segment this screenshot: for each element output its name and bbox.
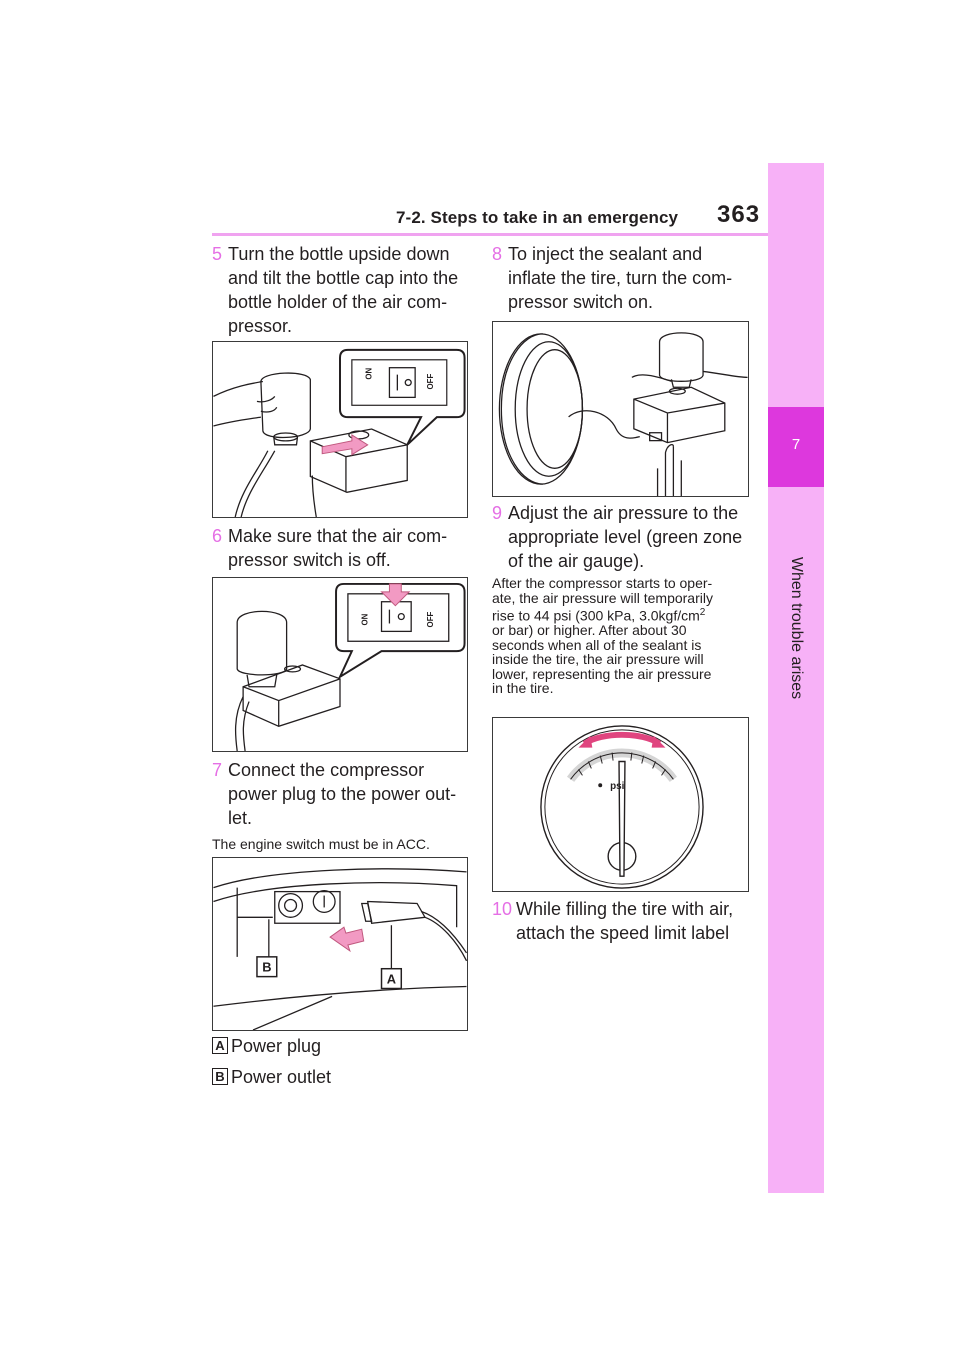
note-line: seconds when all of the sealant is	[492, 636, 702, 653]
step-number: 7	[212, 760, 223, 780]
chapter-title-vertical: When trouble arises	[783, 497, 809, 759]
step-number: 10	[492, 899, 513, 919]
gauge-unit-label: psi	[610, 781, 625, 792]
switch-on-label: ON	[361, 613, 370, 625]
step-number: 6	[212, 526, 223, 546]
switch-off-label: OFF	[426, 611, 435, 627]
note-line: lower, representing the air pressure	[492, 665, 712, 682]
step-line: pressor switch on.	[508, 292, 654, 312]
legend-label-power-outlet: Power outlet	[231, 1067, 332, 1087]
chapter-number-tab: 7	[768, 407, 824, 487]
chapter-side-tab	[768, 163, 824, 1193]
step-5: 5 Turn the bottle upside down and tilt t…	[212, 242, 472, 342]
step-line: Adjust the air pressure to the	[508, 503, 739, 523]
figure-bottle-insert: ON OFF	[212, 341, 468, 518]
legend-key-a: A	[212, 1037, 228, 1054]
step-10: 10 While filling the tire with air, atta…	[492, 897, 762, 947]
note-line: or bar) or higher. After about 30	[492, 622, 687, 639]
step-line: pressor.	[228, 316, 293, 336]
note-line: rise to 44 psi (300 kPa, 3.0kgf/cm2	[492, 606, 752, 623]
step-line: While filling the tire with air,	[516, 899, 734, 919]
step-7-note: The engine switch must be in ACC.	[212, 836, 430, 852]
step-line: inflate the tire, turn the com-	[508, 268, 733, 288]
step-7: 7 Connect the compressor power plug to t…	[212, 758, 472, 833]
note-line: in the tire.	[492, 680, 554, 697]
switch-on-label: ON	[365, 367, 374, 379]
step-line: Connect the compressor	[228, 760, 425, 780]
figure-tire-inflate	[492, 321, 749, 497]
legend-label-power-plug: Power plug	[231, 1036, 322, 1056]
step-line: Turn the bottle upside down	[228, 244, 450, 264]
step-line: bottle holder of the air com-	[228, 292, 448, 312]
step-line: pressor switch is off.	[228, 550, 391, 570]
header-rule	[212, 233, 768, 236]
chapter-number: 7	[791, 436, 801, 453]
note-line: After the compressor starts to oper-	[492, 575, 713, 591]
step-number: 8	[492, 244, 503, 264]
callout-b-label: B	[262, 960, 271, 975]
figure-switch-off: ON OFF	[212, 577, 468, 752]
step-line: attach the speed limit label	[516, 923, 730, 943]
step-6: 6 Make sure that the air com- pressor sw…	[212, 524, 472, 574]
note-line-text: rise to 44 psi (300 kPa, 3.0kgf/cm	[492, 607, 700, 624]
step-9-note: After the compressor starts to oper- ate…	[492, 576, 752, 696]
step-number: 5	[212, 244, 223, 264]
step-8: 8 To inject the sealant and inflate the …	[492, 242, 752, 317]
switch-off-label: OFF	[426, 374, 435, 390]
figure-air-gauge: psi	[492, 717, 749, 892]
note-line: ate, the air pressure will temporarily	[492, 589, 713, 606]
step-line: To inject the sealant and	[508, 244, 703, 264]
note-line: inside the tire, the air pressure will	[492, 651, 704, 668]
step-line: of the air gauge).	[508, 551, 645, 571]
step-line: appropriate level (green zone	[508, 527, 743, 547]
step-line: and tilt the bottle cap into the	[228, 268, 459, 288]
step-line: Make sure that the air com-	[228, 526, 448, 546]
callout-a-label: A	[387, 972, 396, 987]
step-line: power plug to the power out-	[228, 784, 457, 804]
figure-power-outlet: B A	[212, 857, 468, 1031]
legend-key-b: B	[212, 1068, 228, 1085]
step-9: 9 Adjust the air pressure to the appropr…	[492, 501, 752, 576]
chapter-title: When trouble arises	[788, 556, 805, 700]
superscript: 2	[699, 607, 706, 618]
page-number: 363	[717, 201, 761, 228]
step-number: 9	[492, 503, 503, 523]
section-title: 7-2. Steps to take in an emergency	[396, 208, 679, 227]
step-line: let.	[228, 808, 253, 828]
